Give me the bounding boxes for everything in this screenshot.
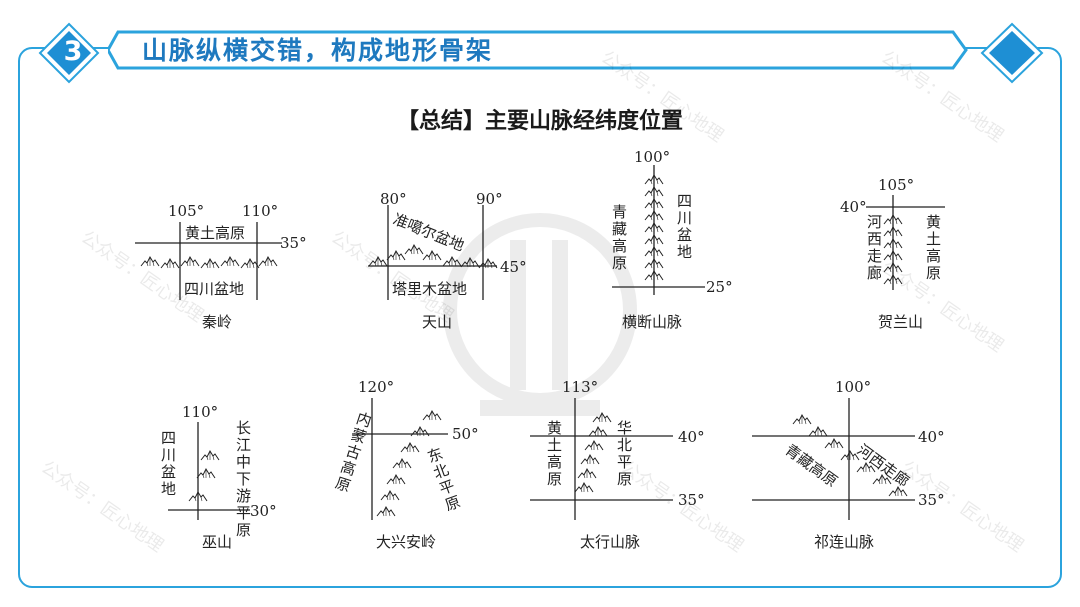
region-label: 华北平原 bbox=[615, 420, 633, 488]
section-number-badge bbox=[38, 22, 100, 84]
longitude-label: 113° bbox=[562, 378, 598, 396]
mountain-name: 巫山 bbox=[202, 533, 232, 551]
mountain-name: 祁连山脉 bbox=[814, 533, 874, 551]
diagram-daxinganling: 120° 50° 内蒙古高原 东北平原 大兴安岭 bbox=[331, 378, 478, 551]
longitude-label: 100° bbox=[634, 148, 670, 166]
latitude-label: 30° bbox=[250, 502, 277, 520]
watermark-logo-icon bbox=[443, 213, 637, 416]
longitude-label: 110° bbox=[182, 403, 218, 421]
latitude-label: 40° bbox=[840, 198, 867, 216]
region-label: 长江中下游平原 bbox=[234, 420, 252, 539]
latitude-label: 25° bbox=[706, 278, 733, 296]
region-label: 黄土高原 bbox=[185, 224, 245, 242]
longitude-label: 120° bbox=[358, 378, 394, 396]
region-label: 黄土高原 bbox=[924, 214, 942, 282]
longitude-label: 110° bbox=[242, 202, 278, 220]
region-label: 东北平原 bbox=[424, 445, 464, 515]
region-label: 四川盆地 bbox=[159, 430, 177, 498]
latitude-label: 50° bbox=[452, 425, 479, 443]
diagram-hengduan: 100° 25° 青藏高原 四川盆地 横断山脉 bbox=[610, 148, 733, 331]
mountain-name: 太行山脉 bbox=[580, 533, 640, 551]
mountain-name: 贺兰山 bbox=[878, 313, 923, 331]
diagram-taihang: 113° 40° 35° 黄土高原 华北平原 太行山脉 bbox=[530, 378, 705, 551]
mountain-name: 秦岭 bbox=[202, 313, 232, 331]
watermark-text: 公众号：匠心地理 bbox=[897, 457, 1027, 557]
region-label: 青藏高原 bbox=[782, 441, 841, 491]
region-label: 内蒙古高原 bbox=[331, 409, 374, 495]
mountain-name: 大兴安岭 bbox=[376, 533, 436, 551]
diagram-qinling: 105° 110° 35° 黄土高原 四川盆地 秦岭 bbox=[135, 202, 307, 331]
latitude-label: 45° bbox=[500, 258, 527, 276]
diamond-decoration-icon bbox=[980, 22, 1044, 84]
longitude-label: 80° bbox=[380, 190, 407, 208]
diagram-wushan: 110° 30° 四川盆地 长江中下游平原 巫山 bbox=[159, 403, 277, 551]
region-label: 塔里木盆地 bbox=[392, 280, 467, 298]
watermark-text: 公众号：匠心地理 bbox=[37, 457, 167, 557]
longitude-label: 105° bbox=[878, 176, 914, 194]
region-label: 四川盆地 bbox=[184, 280, 244, 298]
latitude-label: 35° bbox=[678, 491, 705, 509]
page-title: 【总结】主要山脉经纬度位置 bbox=[396, 108, 683, 134]
mountain-name: 横断山脉 bbox=[622, 313, 682, 331]
header-banner bbox=[108, 30, 968, 70]
latitude-label: 35° bbox=[280, 234, 307, 252]
watermark-text: 公众号：匠心地理 bbox=[877, 47, 1007, 147]
region-label: 四川盆地 bbox=[675, 193, 693, 261]
longitude-label: 105° bbox=[168, 202, 204, 220]
region-label: 河西走廊 bbox=[865, 214, 883, 282]
watermark-text: 公众号：匠心地理 bbox=[877, 257, 1007, 357]
section-number: 3 bbox=[63, 36, 83, 67]
region-label: 青藏高原 bbox=[610, 204, 628, 272]
longitude-label: 90° bbox=[476, 190, 503, 208]
watermark-text: 公众号：匠心地理 bbox=[597, 47, 727, 147]
longitude-label: 100° bbox=[835, 378, 871, 396]
region-label: 准噶尔盆地 bbox=[391, 210, 467, 255]
region-label: 黄土高原 bbox=[545, 420, 563, 488]
latitude-label: 35° bbox=[918, 491, 945, 509]
diagram-helan: 105° 40° 河西走廊 黄土高原 贺兰山 bbox=[840, 176, 945, 331]
mountain-name: 天山 bbox=[422, 313, 452, 331]
latitude-label: 40° bbox=[918, 428, 945, 446]
latitude-label: 40° bbox=[678, 428, 705, 446]
section-title: 山脉纵横交错，构成地形骨架 bbox=[142, 36, 494, 65]
